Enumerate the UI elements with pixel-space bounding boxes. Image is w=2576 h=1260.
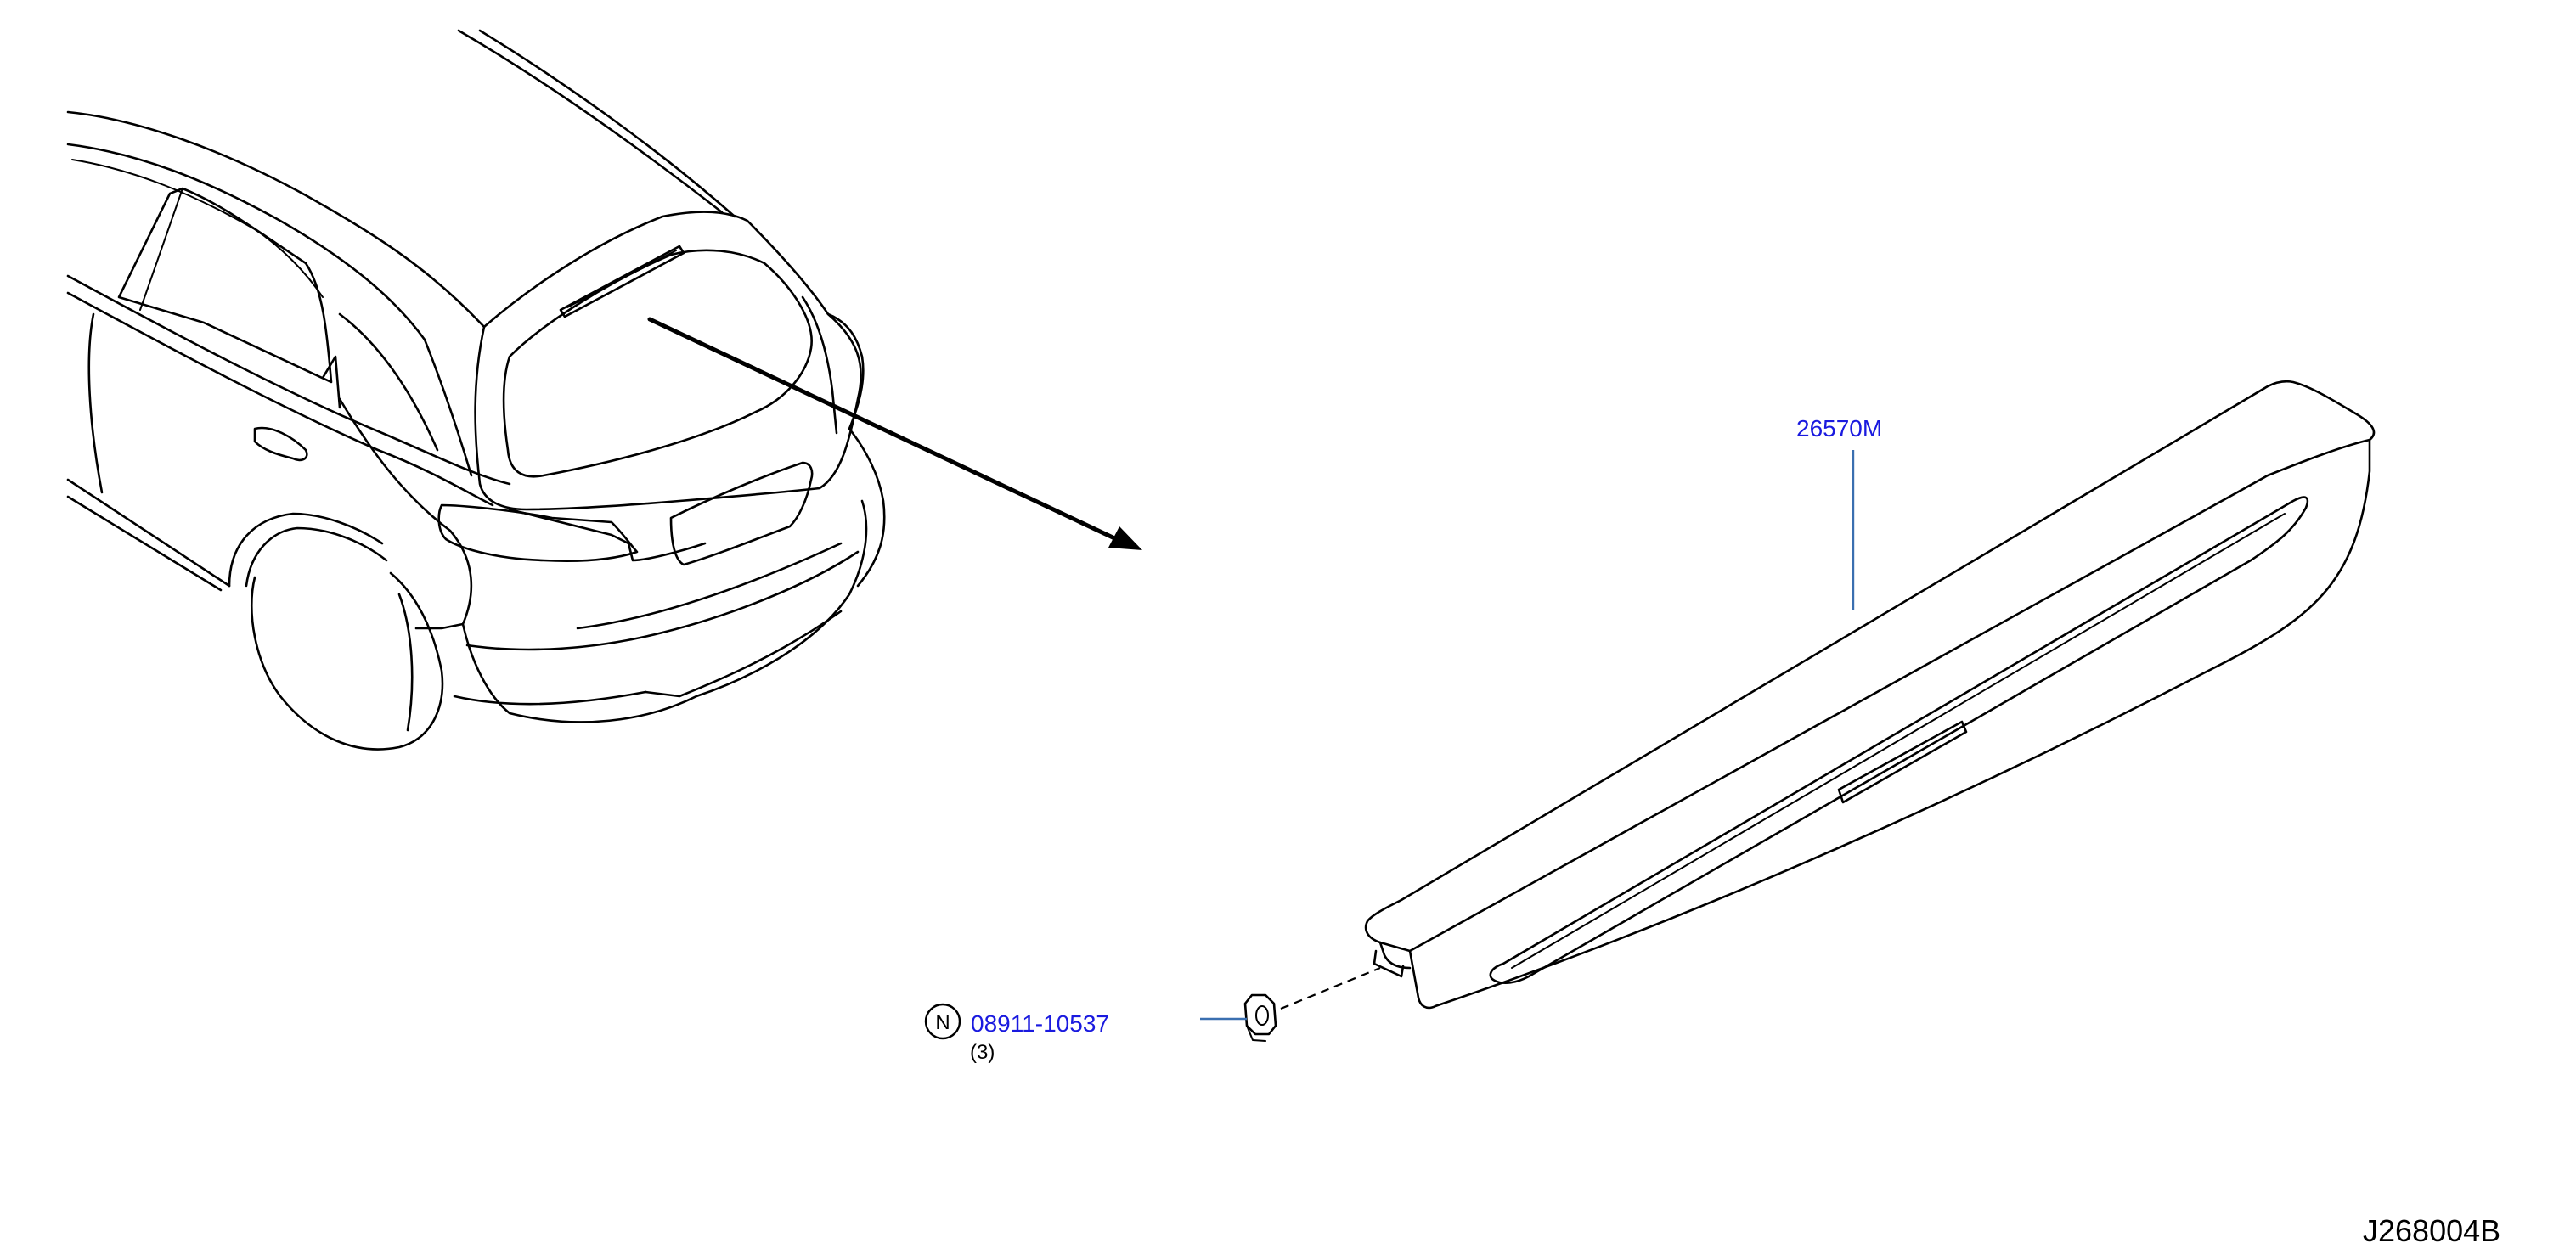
fastener-dashed-line	[1280, 966, 1381, 1010]
quantity-label: (3)	[970, 1041, 995, 1064]
diagram-code: J268004B	[2363, 1213, 2500, 1248]
stop-lamp-assembly	[1364, 380, 2376, 1010]
callout-26570m[interactable]: 26570M	[1796, 415, 1882, 442]
callout-08911-10537[interactable]: 08911-10537	[971, 1010, 1109, 1037]
n-symbol-circle	[924, 1003, 961, 1040]
vehicle-illustration	[66, 29, 886, 751]
detail-arrow	[647, 317, 1142, 550]
hex-nut	[1243, 993, 1277, 1042]
n-symbol: N	[935, 1011, 950, 1034]
